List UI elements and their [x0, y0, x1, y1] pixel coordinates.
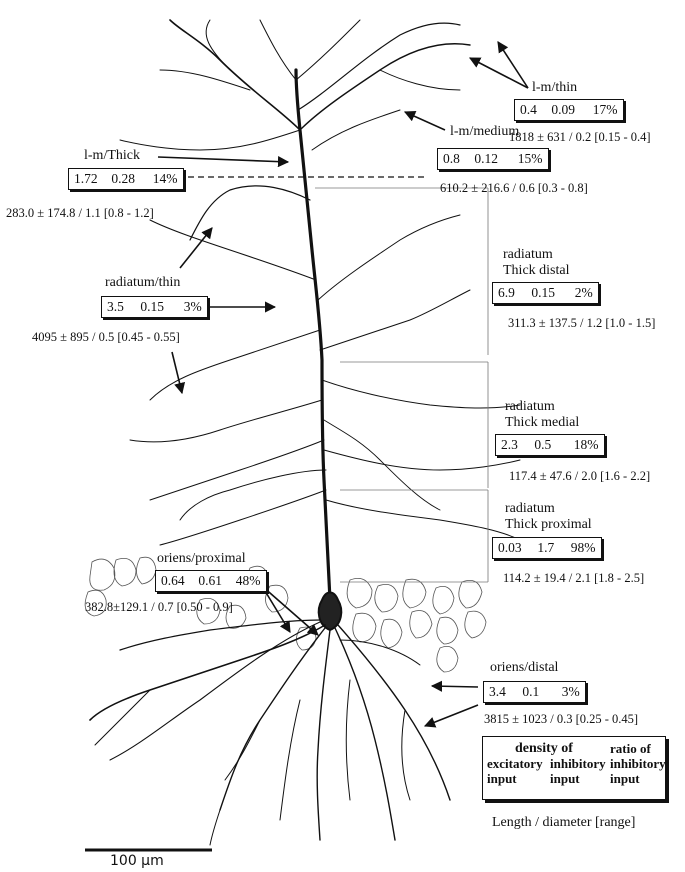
box-radiatum-thick-proximal: 0.03 1.7 98%: [492, 537, 602, 559]
label-radiatum-thick-medial-2: Thick medial: [505, 415, 580, 430]
arrow-lm-thick: [157, 156, 290, 168]
legend-footer: Length / diameter [range]: [492, 815, 636, 830]
legend-text: input: [550, 771, 580, 786]
value-inhibitory: 0.61: [198, 573, 222, 588]
value-ratio: 17%: [592, 102, 618, 117]
label-lm-thin: l-m/thin: [532, 80, 578, 95]
scale-bar-label: 100 µm: [110, 853, 164, 869]
label-oriens-distal: oriens/distal: [490, 660, 559, 675]
value-excitatory: 2.3: [501, 437, 518, 452]
box-oriens-proximal: 0.64 0.61 48%: [155, 570, 267, 592]
value-ratio: 15%: [517, 151, 543, 166]
value-ratio: 14%: [152, 171, 178, 186]
arrow-oriens-distal-2: [423, 704, 479, 728]
arrow-oriens-proximal-2: [261, 585, 319, 636]
legend-col-excitatory: density of excitatory input: [487, 741, 573, 786]
value-excitatory: 1.72: [74, 171, 98, 186]
legend-col-ratio: ratio of inhibitory input: [610, 741, 666, 786]
value-ratio: 18%: [573, 437, 599, 452]
arrow-lm-thin-2: [497, 41, 529, 89]
value-ratio: 3%: [183, 299, 202, 314]
legend-text: density of: [515, 741, 573, 756]
arrow-radiatum-thin-1: [179, 227, 213, 269]
label-oriens-proximal: oriens/proximal: [157, 551, 246, 566]
value-inhibitory: 0.28: [111, 171, 135, 186]
value-excitatory: 3.5: [107, 299, 124, 314]
measure-lm-medium: 610.2 ± 216.6 / 0.6 [0.3 - 0.8]: [440, 181, 588, 195]
arrow-oriens-distal-1: [430, 680, 479, 692]
box-radiatum-thin: 3.5 0.15 3%: [101, 296, 208, 318]
measure-oriens-distal: 3815 ± 1023 / 0.3 [0.25 - 0.45]: [484, 712, 639, 726]
measure-radiatum-thick-distal: 311.3 ± 137.5 / 1.2 [1.0 - 1.5]: [508, 316, 656, 330]
box-oriens-distal: 3.4 0.1 3%: [483, 681, 586, 703]
arrow-radiatum-thin-3: [171, 351, 186, 395]
arrow-oriens-proximal-1: [261, 585, 291, 633]
value-excitatory: 0.64: [161, 573, 185, 588]
legend-col-inhibitory: inhibitory input: [550, 756, 606, 786]
label-radiatum-thick-proximal-1: radiatum: [505, 501, 555, 516]
box-lm-thin: 0.4 0.09 17%: [514, 99, 624, 121]
box-lm-thick: 1.72 0.28 14%: [68, 168, 184, 190]
value-inhibitory: 0.15: [140, 299, 164, 314]
value-inhibitory: 0.09: [551, 102, 575, 117]
label-radiatum-thick-distal-1: radiatum: [503, 247, 553, 262]
arrow-lm-thin-1: [469, 57, 529, 89]
measure-oriens-proximal: 382.8±129.1 / 0.7 [0.50 - 0.9]: [85, 600, 233, 614]
box-radiatum-thick-distal: 6.9 0.15 2%: [492, 282, 599, 304]
value-ratio: 3%: [561, 684, 580, 699]
label-radiatum-thick-proximal-2: Thick proximal: [505, 517, 592, 532]
measure-radiatum-thick-medial: 117.4 ± 47.6 / 2.0 [1.6 - 2.2]: [509, 469, 651, 483]
label-radiatum-thick-medial-1: radiatum: [505, 399, 555, 414]
value-excitatory: 0.8: [443, 151, 460, 166]
legend-box: density of excitatory input inhibitory i…: [482, 736, 666, 800]
box-radiatum-thick-medial: 2.3 0.5 18%: [495, 434, 605, 456]
value-inhibitory: 0.12: [474, 151, 498, 166]
arrows: [157, 41, 529, 728]
boundary-lines: [315, 187, 489, 583]
value-inhibitory: 0.15: [531, 285, 555, 300]
label-lm-medium: l-m/medium: [450, 124, 520, 139]
label-radiatum-thick-distal-2: Thick distal: [503, 263, 570, 278]
value-excitatory: 3.4: [489, 684, 506, 699]
measure-radiatum-thick-proximal: 114.2 ± 19.4 / 2.1 [1.8 - 2.5]: [503, 571, 645, 585]
box-lm-medium: 0.8 0.12 15%: [437, 148, 549, 170]
legend-text: input: [487, 771, 517, 786]
label-lm-thick: l-m/Thick: [84, 148, 140, 163]
label-radiatum-thin: radiatum/thin: [105, 275, 181, 290]
cell-layer: [84, 556, 487, 673]
dendrite-tree: [89, 19, 521, 846]
legend-text: ratio of: [610, 741, 651, 756]
measure-lm-thick: 283.0 ± 174.8 / 1.1 [0.8 - 1.2]: [6, 206, 154, 220]
legend-text: excitatory: [487, 756, 543, 771]
value-excitatory: 0.03: [498, 540, 522, 555]
measure-lm-thin: 1818 ± 631 / 0.2 [0.15 - 0.4]: [509, 130, 651, 144]
legend-text: inhibitory: [550, 756, 606, 771]
legend-text: input: [610, 771, 640, 786]
value-ratio: 48%: [235, 573, 261, 588]
value-inhibitory: 0.5: [534, 437, 552, 452]
value-inhibitory: 0.1: [522, 684, 540, 699]
value-excitatory: 0.4: [520, 102, 537, 117]
legend-text: inhibitory: [610, 756, 666, 771]
arrow-lm-medium: [403, 111, 446, 131]
value-ratio: 98%: [570, 540, 596, 555]
measure-radiatum-thin: 4095 ± 895 / 0.5 [0.45 - 0.55]: [32, 330, 180, 344]
value-excitatory: 6.9: [498, 285, 515, 300]
value-ratio: 2%: [574, 285, 593, 300]
value-inhibitory: 1.7: [537, 540, 555, 555]
